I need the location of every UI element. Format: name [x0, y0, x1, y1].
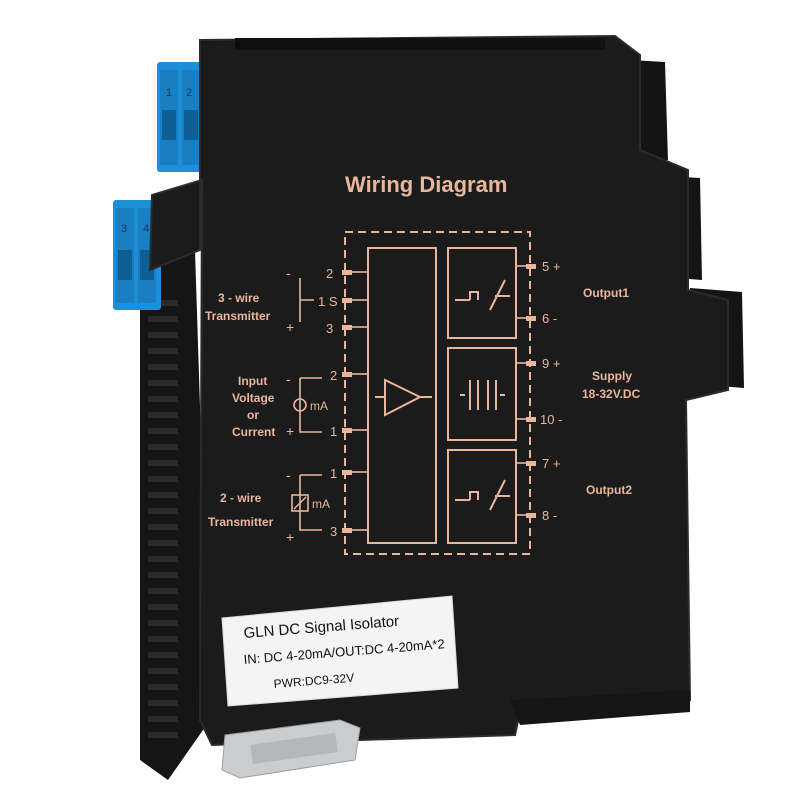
transformer-symbol	[460, 380, 505, 410]
right-pin-lines	[516, 265, 526, 516]
right-pin-number: 10 -	[540, 412, 562, 427]
left-pin-number: 3	[330, 524, 337, 539]
input-label: Input	[238, 374, 267, 388]
voltage-current-loop	[299, 377, 322, 433]
product-label: GLN DC Signal Isolator IN: DC 4-20mA/OUT…	[221, 595, 459, 707]
wiring-diagram: Wiring Diagram 2 1 S 3 2 1	[205, 172, 641, 555]
module-foot	[510, 690, 690, 725]
sign-minus: -	[286, 371, 291, 387]
three-wire-bracket	[299, 278, 314, 322]
ma-label: mA	[310, 399, 328, 413]
two-wire-loop	[299, 474, 322, 531]
supply-label: Supply	[592, 369, 632, 383]
right-pin-number: 9 +	[542, 356, 560, 371]
terminal-number-3: 3	[121, 223, 127, 235]
diagram-title: Wiring Diagram	[345, 172, 507, 197]
side-vent-grille	[148, 300, 178, 738]
sign-plus: +	[286, 529, 294, 545]
output2-label: Output2	[586, 483, 632, 497]
two-wire-label: Transmitter	[208, 515, 274, 529]
terminal-number-2: 2	[186, 87, 192, 99]
right-pin-number: 6 -	[542, 311, 557, 326]
isolation-block-supply	[447, 347, 517, 441]
label-power-spec: PWR:DC9-32V	[273, 671, 355, 691]
right-pin-stubs	[526, 264, 536, 518]
sign-minus: -	[286, 265, 291, 281]
isolator-symbol-2	[455, 479, 510, 511]
left-pin-lines	[352, 271, 368, 531]
left-pin-number: 1 S	[318, 294, 338, 309]
input-label: Voltage	[232, 391, 275, 405]
three-wire-label: Transmitter	[205, 309, 271, 323]
ma-label: mA	[312, 497, 330, 511]
right-pin-number: 7 +	[542, 456, 560, 471]
transmitter-icon-slash	[293, 496, 307, 510]
amplifier-block	[367, 247, 437, 544]
input-label: or	[247, 408, 259, 422]
sign-plus: +	[286, 319, 294, 335]
transmitter-icon	[291, 494, 309, 512]
output1-label: Output1	[583, 286, 629, 300]
terminal-number-1: 1	[166, 87, 172, 99]
left-pin-number: 1	[330, 466, 337, 481]
left-pin-number: 1	[330, 424, 337, 439]
input-label: Current	[232, 425, 275, 439]
sign-plus: +	[286, 423, 294, 439]
three-wire-label: 3 - wire	[218, 291, 260, 305]
terminal-block-top: 1 2	[157, 62, 205, 172]
current-source-icon	[293, 398, 307, 412]
diagram-dashed-border	[344, 231, 531, 555]
top-edge-strip	[235, 38, 605, 50]
isolation-block-output2	[447, 449, 517, 544]
two-wire-label: 2 - wire	[220, 491, 262, 505]
left-pin-number: 3	[326, 321, 333, 336]
left-pin-stubs	[342, 270, 352, 533]
isolator-symbol-1	[455, 279, 510, 311]
supply-voltage-label: 18-32V.DC	[582, 387, 641, 401]
panel-screw-dot	[235, 42, 241, 48]
din-rail-clip	[221, 719, 361, 779]
sign-minus: -	[286, 467, 291, 483]
module-side-profile	[140, 250, 210, 780]
left-pin-number: 2	[330, 368, 337, 383]
isolation-block-output1	[447, 247, 517, 339]
right-pin-number: 8 -	[542, 508, 557, 523]
amplifier-symbol	[375, 378, 432, 417]
left-pin-number: 2	[326, 266, 333, 281]
right-pin-number: 5 +	[542, 259, 560, 274]
terminal-number-4: 4	[143, 223, 149, 235]
